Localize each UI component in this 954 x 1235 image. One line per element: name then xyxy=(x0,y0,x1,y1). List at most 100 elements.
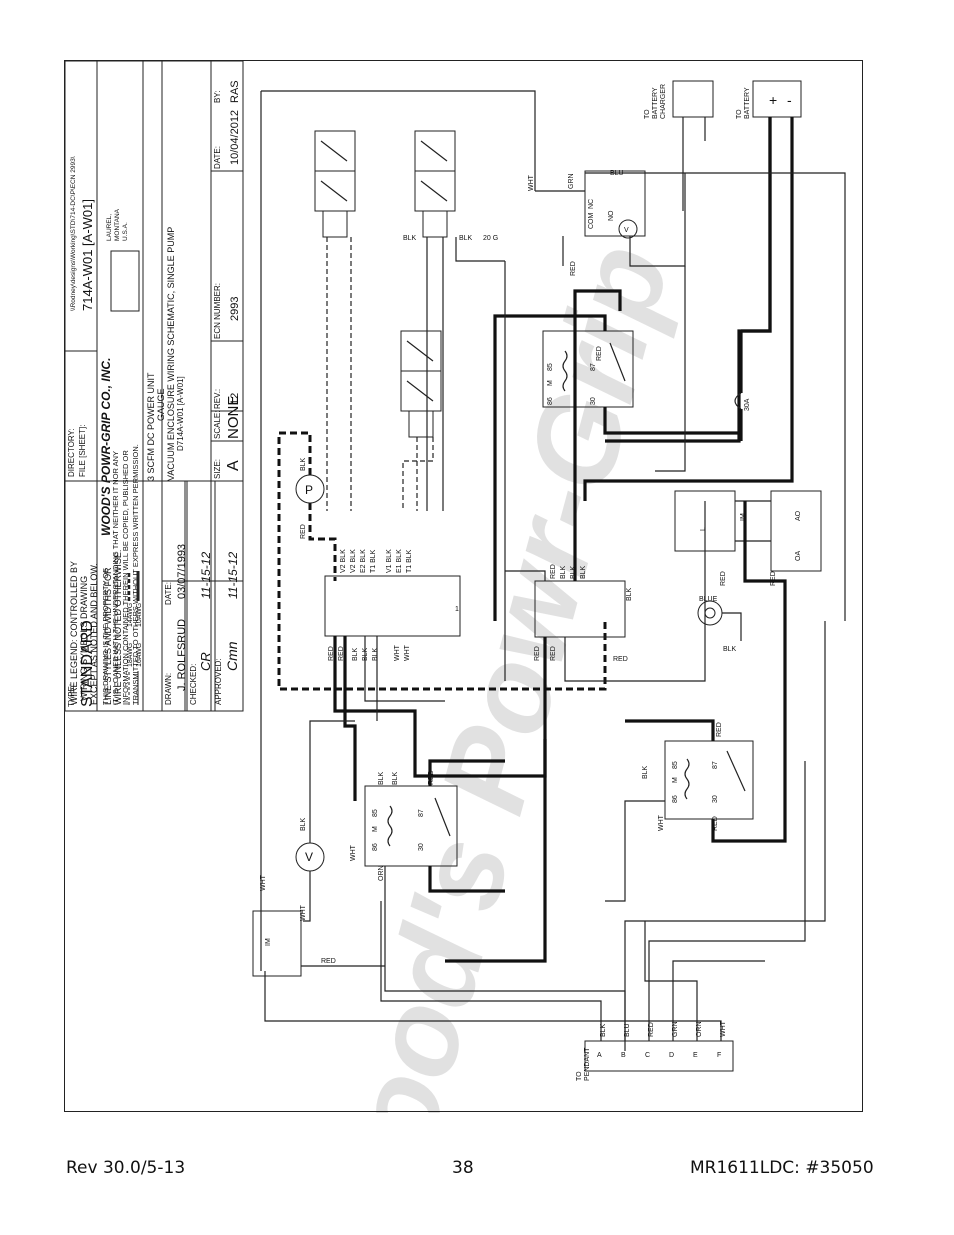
wire-label-wht-lr: WHT xyxy=(658,814,665,831)
schematic-wiring: TO BATTERY CHARGER TO BATTERY + - V COM … xyxy=(252,80,846,1081)
switch-no: NO xyxy=(608,210,615,221)
battery-connector: TO BATTERY + - xyxy=(736,80,802,119)
drawn-date: 03/07/1993 xyxy=(176,544,188,599)
pendant-label-1: TO xyxy=(576,1071,583,1081)
battery-label-1: TO xyxy=(736,109,743,119)
wire-label-blk-ll2: BLK xyxy=(392,771,399,785)
term-top-5: E1 BLK xyxy=(396,549,403,573)
term-bot-5: WHT xyxy=(394,644,401,661)
pump-icon: P xyxy=(305,483,313,497)
term-top-0: V2 BLK xyxy=(340,549,347,573)
wire-label-red-c2: RED xyxy=(534,646,541,661)
rev-label: REV.: xyxy=(213,389,222,409)
wire-label-red-relay: RED xyxy=(596,346,603,361)
relay-upper-85: 85 xyxy=(547,363,554,371)
wire-label-red-gauge2: RED xyxy=(770,571,777,586)
battery-plus-icon: + xyxy=(769,92,777,108)
wire-label-red-c4: RED xyxy=(613,656,628,663)
relay-upper-30: 30 xyxy=(590,397,597,405)
term-bot-2: BLK xyxy=(352,647,359,661)
legend-line-1: WIRE LEGEND: CONTROLLED BY xyxy=(69,561,79,705)
wire-label-wht-vm2: WHT xyxy=(300,904,307,921)
switch-nc: NC xyxy=(588,199,595,209)
wire-label-red-im: RED xyxy=(321,958,336,965)
term-center-blk: BLK xyxy=(626,587,633,601)
awg-16: 16AWG xyxy=(136,643,143,667)
relay-lower-left: 86 85 87 30 M xyxy=(364,785,458,867)
blue-gauge-light: BLUE xyxy=(697,596,723,626)
charger-label-1: TO xyxy=(644,109,651,119)
directory-label: DIRECTORY: xyxy=(67,428,76,477)
legend-block: WIRE LEGEND: CONTROLLED BY WIRING SYMBOL… xyxy=(65,480,244,712)
fuse-label: 30A xyxy=(744,398,751,411)
footer-page-number: 38 xyxy=(452,1158,474,1178)
company-name: WOOD'S POWR-GRIP CO., INC. xyxy=(99,358,113,536)
pendant-connector: TO PENDANT xyxy=(576,1040,734,1081)
desc-line-4: D714A-W01 [A-W01] xyxy=(176,376,185,451)
company-logo xyxy=(110,250,140,312)
pendant-pin-b: B xyxy=(621,1052,626,1059)
relay-lr-m: M xyxy=(672,777,679,783)
drawn-value: J. ROLFSRUD xyxy=(176,619,188,691)
wire-label-blk-c3: BLK xyxy=(580,565,587,579)
battery-charger-connector: TO BATTERY CHARGER xyxy=(644,80,714,211)
relay-upper-m: M xyxy=(547,380,554,386)
property-notice-3: INFORMATION CONTAINED THEREIN WILL BE CO… xyxy=(121,450,130,705)
pendant-wire-orn: ORN xyxy=(696,1021,703,1037)
vacuum-switch: V COM NC NO xyxy=(584,170,646,239)
drawn-label: DRAWN: xyxy=(164,673,173,705)
checked-signature: CR xyxy=(198,652,213,671)
wire-label-blk-v2b: BLK xyxy=(459,235,473,242)
date-value: 10/04/2012 xyxy=(229,110,241,165)
charger-label-2: BATTERY xyxy=(652,87,659,119)
term-top-4: V1 BLK xyxy=(386,549,393,573)
terminal-strip-center: BLK xyxy=(534,580,633,638)
wire-label-wht-ll: WHT xyxy=(350,844,357,861)
ecn-value: 2993 xyxy=(229,297,241,321)
relay-ll-30: 30 xyxy=(418,843,425,851)
relay-ll-m: M xyxy=(372,826,379,832)
approved-date: 11-15-12 xyxy=(226,552,240,599)
wire-label-blk-v2: BLK xyxy=(403,235,417,242)
im-indicator: IM xyxy=(252,910,302,977)
battery-minus-icon: - xyxy=(787,92,792,108)
relay-lr-85: 85 xyxy=(672,761,679,769)
terminal-row-bottom-labels: RED RED BLK BLK BLK WHT WHT xyxy=(328,644,411,661)
type-value: STANDARD xyxy=(79,620,96,707)
legend-line-3: EXCEPT AS NOTED AND BELOW. xyxy=(89,563,99,705)
ecn-label: ECN NUMBER: xyxy=(213,283,222,339)
awg-10: 10AWG xyxy=(136,603,143,627)
location-1: LAUREL, xyxy=(106,214,113,241)
valve-motor-icon: V xyxy=(305,850,313,864)
wire-label-20g: 20 G xyxy=(483,235,498,242)
awg-14: 14AWG xyxy=(127,603,134,627)
location-3: U.S.A. xyxy=(122,222,129,241)
relay-ll-87: 87 xyxy=(418,809,425,817)
wire-label-red-gauge: RED xyxy=(720,571,727,586)
wire-label-orn-ll: ORN xyxy=(378,865,385,881)
term-top-3: T1 BLK xyxy=(370,549,377,573)
desc-line-1: 3 SCFM DC POWER UNIT xyxy=(146,372,156,481)
term-top-2: E2 BLK xyxy=(360,549,367,573)
wire-label-grn: GRN xyxy=(568,173,575,189)
file-value: 714A-W01 [A-W01] xyxy=(80,199,95,311)
pendant-wire-grn: GRN xyxy=(672,1021,679,1037)
solenoid-valve-2 xyxy=(414,130,456,238)
pendant-pin-a: A xyxy=(597,1052,602,1059)
relay-ll-85: 85 xyxy=(372,809,379,817)
gauge-ao: AO xyxy=(795,510,802,521)
wire-label-blk-vm: BLK xyxy=(300,817,307,831)
valve-motor: V xyxy=(295,842,325,872)
charger-label-3: CHARGER xyxy=(660,84,667,119)
vacuum-switch-icon xyxy=(618,219,638,239)
type-label: TYPE: xyxy=(67,684,76,707)
im-label: IM xyxy=(265,938,272,946)
wire-label-red-lr2: RED xyxy=(712,816,719,831)
term-top-1: V2 BLK xyxy=(350,549,357,573)
size-label: SIZE: xyxy=(213,459,222,479)
terminal-strip-left: 1 xyxy=(324,575,461,637)
file-label: FILE [SHEET]: xyxy=(78,425,87,477)
directory-value: \\Rodney\designs\Working\STD\714-DC\P\EC… xyxy=(70,156,77,311)
size-value: A xyxy=(225,460,242,471)
terminal-one-label: 1 xyxy=(455,606,459,613)
